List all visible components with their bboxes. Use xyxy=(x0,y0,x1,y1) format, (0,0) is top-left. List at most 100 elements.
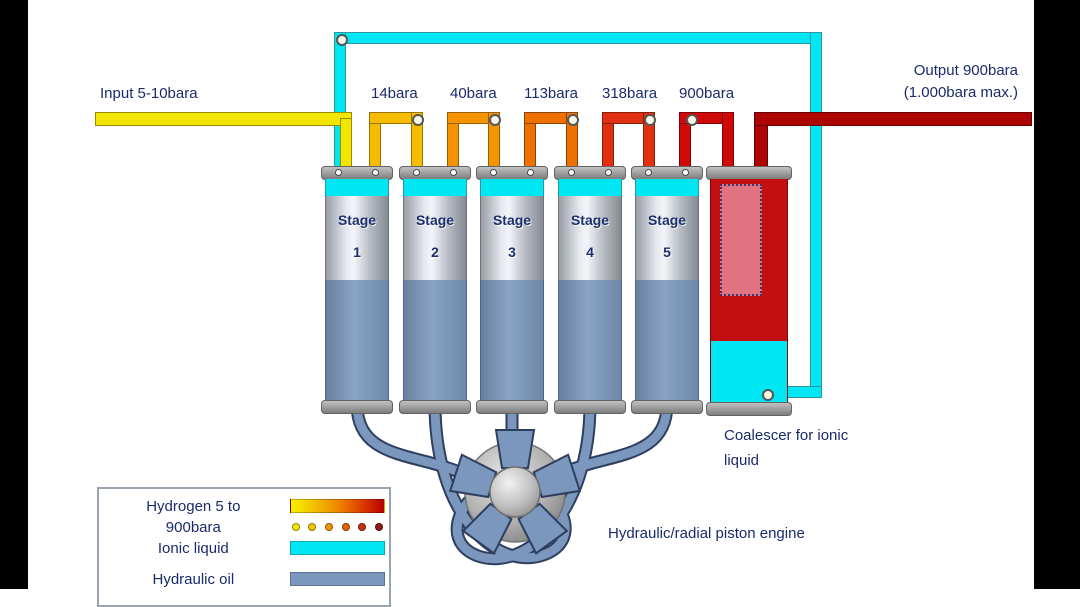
cylinder-bottom-cap xyxy=(631,400,703,414)
pipe-output-horizontal xyxy=(754,112,1032,126)
pipe-input-drop xyxy=(340,118,352,170)
stage-5-label-area: Stage 5 xyxy=(635,196,699,280)
ionic-liquid-band xyxy=(558,179,622,196)
legend-oil-swatch xyxy=(289,572,385,586)
hydraulic-oil-column xyxy=(403,280,467,401)
pressure-label-900bara: 900bara xyxy=(679,85,735,102)
stage-2-label-area: Stage 2 xyxy=(403,196,467,280)
letterbox-right xyxy=(1034,0,1080,589)
ionic-liquid-band xyxy=(325,179,389,196)
pipe-input-horizontal xyxy=(95,112,352,126)
engine-label: Hydraulic/radial piston engine xyxy=(608,525,805,542)
hydraulic-oil-column xyxy=(480,280,544,401)
output-label: Output 900bara (1.000bara max.) xyxy=(904,60,1018,104)
stage-number: 2 xyxy=(431,244,439,260)
connector-dot xyxy=(686,114,698,126)
cylinder-bottom-cap xyxy=(706,402,792,416)
connector-dot xyxy=(644,114,656,126)
connector-dot xyxy=(412,114,424,126)
legend-hydrogen-dots xyxy=(290,520,385,534)
port-dot xyxy=(645,169,652,176)
legend-row-oil: Hydraulic oil xyxy=(103,569,385,589)
stage-4-label-area: Stage 4 xyxy=(558,196,622,280)
legend-hydrogen-label-line1: Hydrogen 5 to xyxy=(146,497,241,515)
pressure-label-113bara: 113bara xyxy=(524,85,578,102)
port-dot xyxy=(335,169,342,176)
hydraulic-engine-graphic xyxy=(350,397,674,566)
port-dot xyxy=(682,169,689,176)
legend-pressure-dot xyxy=(324,523,333,531)
engine-hub xyxy=(489,466,541,518)
cylinder-top-cap xyxy=(476,166,548,180)
hydraulic-oil-column xyxy=(635,280,699,401)
legend-pressure-dot xyxy=(341,523,350,531)
output-label-line2: (1.000bara max.) xyxy=(903,84,1018,101)
stage-label: Stage xyxy=(415,212,455,228)
port-dot xyxy=(372,169,379,176)
ionic-liquid-band xyxy=(635,179,699,196)
connector-dot xyxy=(489,114,501,126)
letterbox-left xyxy=(0,0,28,589)
stage-2-cylinder: Stage 2 xyxy=(399,166,471,414)
port-dot xyxy=(605,169,612,176)
legend-pressure-dot xyxy=(358,523,367,531)
legend-pressure-dot xyxy=(374,523,383,531)
stage-5-cylinder: Stage 5 xyxy=(631,166,703,414)
pressure-label-40bara: 40bara xyxy=(450,85,497,102)
output-label-line1: Output 900bara xyxy=(913,62,1018,79)
stage-label: Stage xyxy=(337,212,377,228)
stage-number: 3 xyxy=(508,244,516,260)
pipe-ionic-right-drop xyxy=(810,32,822,398)
stage-1-cylinder: Stage 1 xyxy=(321,166,393,414)
port-dot xyxy=(568,169,575,176)
pressure-label-318bara: 318bara xyxy=(602,85,658,102)
stage-label: Stage xyxy=(647,212,687,228)
coalescer-label-line1: Coalescer for ionic xyxy=(724,427,849,444)
coalescer-body xyxy=(710,179,788,403)
cylinder-bottom-cap xyxy=(399,400,471,414)
port-dot xyxy=(450,169,457,176)
legend-pressure-dot xyxy=(291,523,300,531)
coalescer-label-line2: liquid xyxy=(724,452,760,469)
cylinder-top-cap xyxy=(321,166,393,180)
ionic-liquid-band xyxy=(403,179,467,196)
legend-oil-label: Hydraulic oil xyxy=(152,570,235,588)
coalescer-cylinder xyxy=(706,166,792,416)
ionic-liquid-band xyxy=(480,179,544,196)
pipe-ionic-to-coalescer xyxy=(785,386,822,398)
stage-1-label-area: Stage 1 xyxy=(325,196,389,280)
cylinder-top-cap xyxy=(706,166,792,180)
stage-label: Stage xyxy=(492,212,532,228)
pressure-label-14bara: 14bara xyxy=(371,85,418,102)
coalescer-ionic-liquid xyxy=(711,341,787,403)
stage-3-label-area: Stage 3 xyxy=(480,196,544,280)
connector-dot xyxy=(762,389,774,401)
hydraulic-oil-column xyxy=(325,280,389,401)
stage-4-cylinder: Stage 4 xyxy=(554,166,626,414)
legend-ionic-label: Ionic liquid xyxy=(157,539,229,557)
port-dot xyxy=(490,169,497,176)
cylinder-top-cap xyxy=(399,166,471,180)
coalescer-inner-filter xyxy=(720,184,762,296)
port-dot xyxy=(413,169,420,176)
legend: Hydrogen 5 to 900bara Ionic liquid Hydra… xyxy=(97,487,391,607)
legend-row-hydrogen: Hydrogen 5 to xyxy=(103,496,385,516)
legend-hydrogen-gradient-swatch xyxy=(289,499,385,513)
legend-ionic-swatch xyxy=(289,541,385,555)
coalescer-label: Coalescer for ionic liquid xyxy=(724,423,848,473)
legend-pressure-dot xyxy=(308,523,317,531)
stage-label: Stage xyxy=(570,212,610,228)
legend-row-hydrogen-2: 900bara xyxy=(103,517,385,537)
legend-row-ionic: Ionic liquid xyxy=(103,538,385,558)
cylinder-bottom-cap xyxy=(554,400,626,414)
cylinder-bottom-cap xyxy=(476,400,548,414)
stage-3-cylinder: Stage 3 xyxy=(476,166,548,414)
stage-number: 4 xyxy=(586,244,594,260)
stage-number: 5 xyxy=(663,244,671,260)
stage-number: 1 xyxy=(353,244,361,260)
hydraulic-oil-column xyxy=(558,280,622,401)
cylinder-top-cap xyxy=(631,166,703,180)
input-label: Input 5-10bara xyxy=(100,85,198,102)
radial-piston-engine xyxy=(448,429,582,555)
connector-dot xyxy=(336,34,348,46)
